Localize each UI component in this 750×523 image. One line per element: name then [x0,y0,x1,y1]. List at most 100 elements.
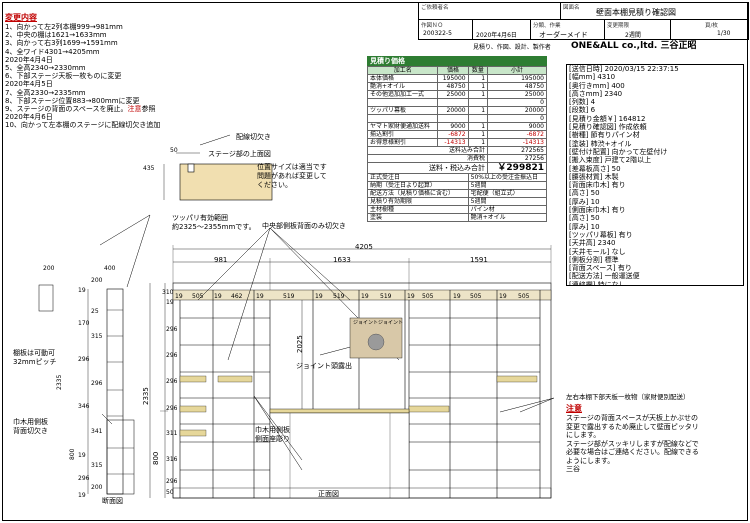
width-center: 1633 [333,256,351,264]
change-log-line: 9、ステージの背面のスペースを廃止。注意参照 [5,105,156,114]
height-upper: 2025 [296,335,304,353]
side-height-total: 2335 [56,374,63,390]
row-dim-label: 311 [166,430,178,437]
tsuppari-range: 約2325～2355mmです。 [172,223,256,231]
center-back-label: 中央部側板背面のみ切欠き [262,222,346,230]
note-line: 変更で露出するため廃止して壁面ピッタリ [566,422,699,431]
spec-line: [配送方法] 一般運送便 [569,272,640,281]
work-no: 200322-5 [423,30,452,37]
change-log-title: 変更内容 [5,13,37,22]
column-dim-label: 19 [315,293,323,300]
spec-line: [厚み] 10 [569,197,600,206]
spec-line: [ツッパリ幕板] 有り [569,230,633,239]
side-dim-label: 315 [91,462,103,469]
date-cell: 2020年4月6日 [473,20,531,40]
spec-line: [列数] 4 [569,98,596,107]
period: 2週間 [625,32,641,39]
drawing-date: 2020年4月6日 [476,32,517,39]
spec-line: [搬入束度] 戸建て2階以上 [569,156,652,165]
side-dim-label: 296 [91,380,103,387]
work-no-cell: 作図ＮＯ 200322-5 [419,20,473,40]
row-dim-label: 316 [166,456,178,463]
column-dim-label: 19 [175,293,183,300]
column-dim-label: 19 [361,293,369,300]
column-dim-label: 19 [453,293,461,300]
joint-photo-label: ジョイントジョイント [353,320,404,326]
change-log-note-ref: 注意 [127,105,142,114]
column-dim-label: 19 [499,293,507,300]
change-log-line: 10、向かって左本棚のステージに配線切欠き追加 [5,121,161,130]
row-dim-label: 296 [166,405,178,412]
drawing-name-cell: 図面名 壁面本棚見積り確認図 [561,2,749,20]
side-dim-label: 19 [78,287,86,294]
height-lower: 800 [152,451,160,465]
note-line: ステージ部がスッキリしますが配線などで [566,439,699,448]
shelf-movable-note: 棚板は可動可 32mmピッチ [13,349,57,366]
side-dim-label: 19 [78,492,86,499]
price-info-row: 塗装艶消+オイル [367,213,548,222]
side-dim-label: 341 [91,428,103,435]
note-line: 三谷 [566,465,580,473]
side-dim-label: 346 [78,403,90,410]
dim-50: 50 [170,147,178,154]
maker-note: 見積り、作図、設計、製作者 [473,44,551,51]
side-dim-label: 19 [78,452,86,459]
height-total: 2335 [142,387,150,405]
column-dim-label: 505 [192,293,204,300]
spec-line: [樹種] 節有りパイン材 [569,131,640,140]
row-dim-label: 296 [166,326,178,333]
spec-line: [奥行きmm] 400 [569,81,625,90]
side-view-label: 断面図 [102,497,123,505]
page-cell: 頁/枚 1/30 [671,20,749,40]
change-log-line: 7、全高2330→2335mm [5,88,86,97]
spec-line: [段数] 6 [569,106,596,115]
column-dim-label: 519 [283,293,295,300]
width-right: 1591 [470,256,488,264]
side-dim-label: 200 [91,484,103,491]
notes-title: 注意 [566,404,582,413]
row-dim-label: 296 [166,378,178,385]
title-block: ご依頼者名 図面名 壁面本棚見積り確認図 作図ＮＯ 200322-5 2020年… [418,2,749,40]
side-dim-label: 296 [78,475,90,482]
column-dim-label: 19 [214,293,222,300]
column-dim-label: 462 [231,293,243,300]
column-dim-label: 505 [518,293,530,300]
spec-list: [送信日時] 2020/03/15 22:37:15[幅mm] 4310[奥行き… [566,64,744,286]
page-number: 1/30 [717,30,731,37]
dim-435: 435 [143,165,155,172]
dim-310: 310 [162,289,174,296]
row-dim-label: 296 [166,478,178,485]
column-dim-label: 519 [333,293,345,300]
spec-line: [壁付け配置] 向かって左壁付け [569,147,668,156]
joint-label: ジョイント頭露出 [296,362,352,370]
note-line: ステージの背面スペースが天板上かぶせの [566,414,699,422]
spec-line: [高さ] 50 [569,189,600,198]
row-dim-label: 19 [166,299,174,306]
baseboard-center-note: 巾木用側板 側面座彫り [255,426,290,443]
cable-cutout-label: 配線切欠き [236,133,271,141]
right-bottom-note: 左右本棚下部天板一枚物（家財便別配送） [566,393,690,401]
period-cell: 変更期限 2週間 [605,20,671,40]
category-cell: 分類、作業 オーダーメイド [531,20,605,40]
column-dim-label: 505 [422,293,434,300]
side-dim-label: 170 [78,320,90,327]
width-left: 981 [214,256,228,264]
spec-line: [天井高] 2340 [569,239,616,248]
change-log-line: 4、全ワイド4301→4205mm [5,47,100,56]
spec-line: [幅mm] 4310 [569,73,616,82]
column-dim-label: 505 [470,293,482,300]
note-line: にします。 [566,431,601,439]
note-line: ようにします。 [566,456,615,465]
side-dim-400: 400 [104,265,116,272]
spec-line: [側板分割] 標準 [569,255,619,264]
spec-line: [高さmm] 2340 [569,89,623,98]
front-view-label: 正面図 [318,490,339,498]
spec-line: [側面床巾木] 有り [569,206,626,215]
side-dim-200: 200 [43,265,55,272]
